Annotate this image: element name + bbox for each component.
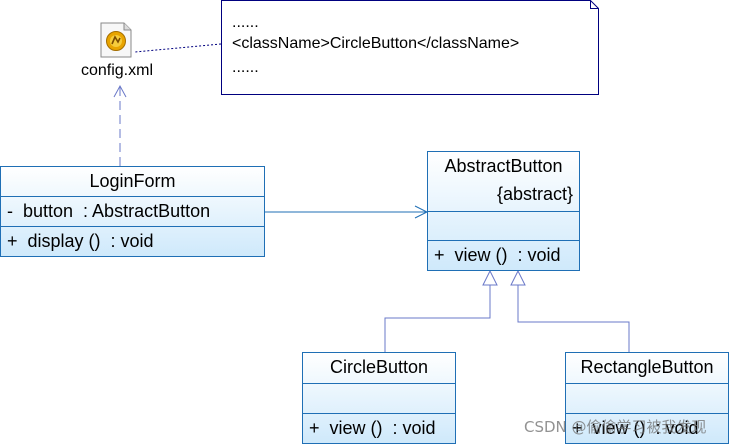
watermark: CSDN @偷偷学习被我发现: [524, 418, 707, 436]
attributes-compartment: [303, 383, 455, 412]
operations-compartment: + view () : void: [428, 240, 579, 271]
operation-row: + display () : void: [7, 231, 154, 251]
note: ...... <className>CircleButton</classNam…: [221, 0, 599, 95]
note-anchor-line: [134, 43, 222, 53]
dependency-arrowhead: [113, 84, 127, 98]
class-abstract-button[interactable]: AbstractButton {abstract} + view () : vo…: [427, 151, 580, 271]
class-name: RectangleButton: [580, 357, 714, 377]
class-circle-button[interactable]: CircleButton + view () : void: [302, 352, 456, 444]
attribute-row: - button : AbstractButton: [7, 201, 211, 221]
attributes-compartment: - button : AbstractButton: [1, 196, 264, 226]
operations-compartment: + display () : void: [1, 226, 264, 257]
class-login-form[interactable]: LoginForm - button : AbstractButton + di…: [0, 166, 265, 257]
class-stereotype: {abstract}: [496, 184, 573, 204]
operation-row: + view () : void: [309, 418, 436, 438]
file-name-label: config.xml: [80, 62, 154, 79]
note-border: [221, 0, 599, 95]
note-line: ......: [232, 59, 259, 76]
class-rectangle-button[interactable]: RectangleButton + view () : void: [565, 352, 729, 444]
xml-file-icon: [100, 22, 132, 58]
generalization-circle-triangle: [482, 269, 498, 286]
attributes-compartment: [428, 211, 579, 239]
note-line: <className>CircleButton</className>: [232, 35, 520, 52]
generalization-rectangle-line: [517, 285, 630, 352]
operations-compartment: + view () : void: [566, 413, 728, 444]
note-fold: [590, 0, 599, 9]
operation-row: + view () : void: [434, 245, 561, 265]
generalization-rectangle-triangle: [510, 269, 526, 286]
attributes-compartment: [566, 383, 728, 412]
note-line: ......: [232, 14, 259, 31]
class-name: LoginForm: [89, 171, 176, 191]
operation-row: + view () : void: [572, 418, 699, 438]
operations-compartment: + view () : void: [303, 413, 455, 444]
generalization-circle-line: [384, 285, 491, 352]
class-name: AbstractButton: [444, 156, 563, 176]
class-name: CircleButton: [329, 357, 429, 377]
